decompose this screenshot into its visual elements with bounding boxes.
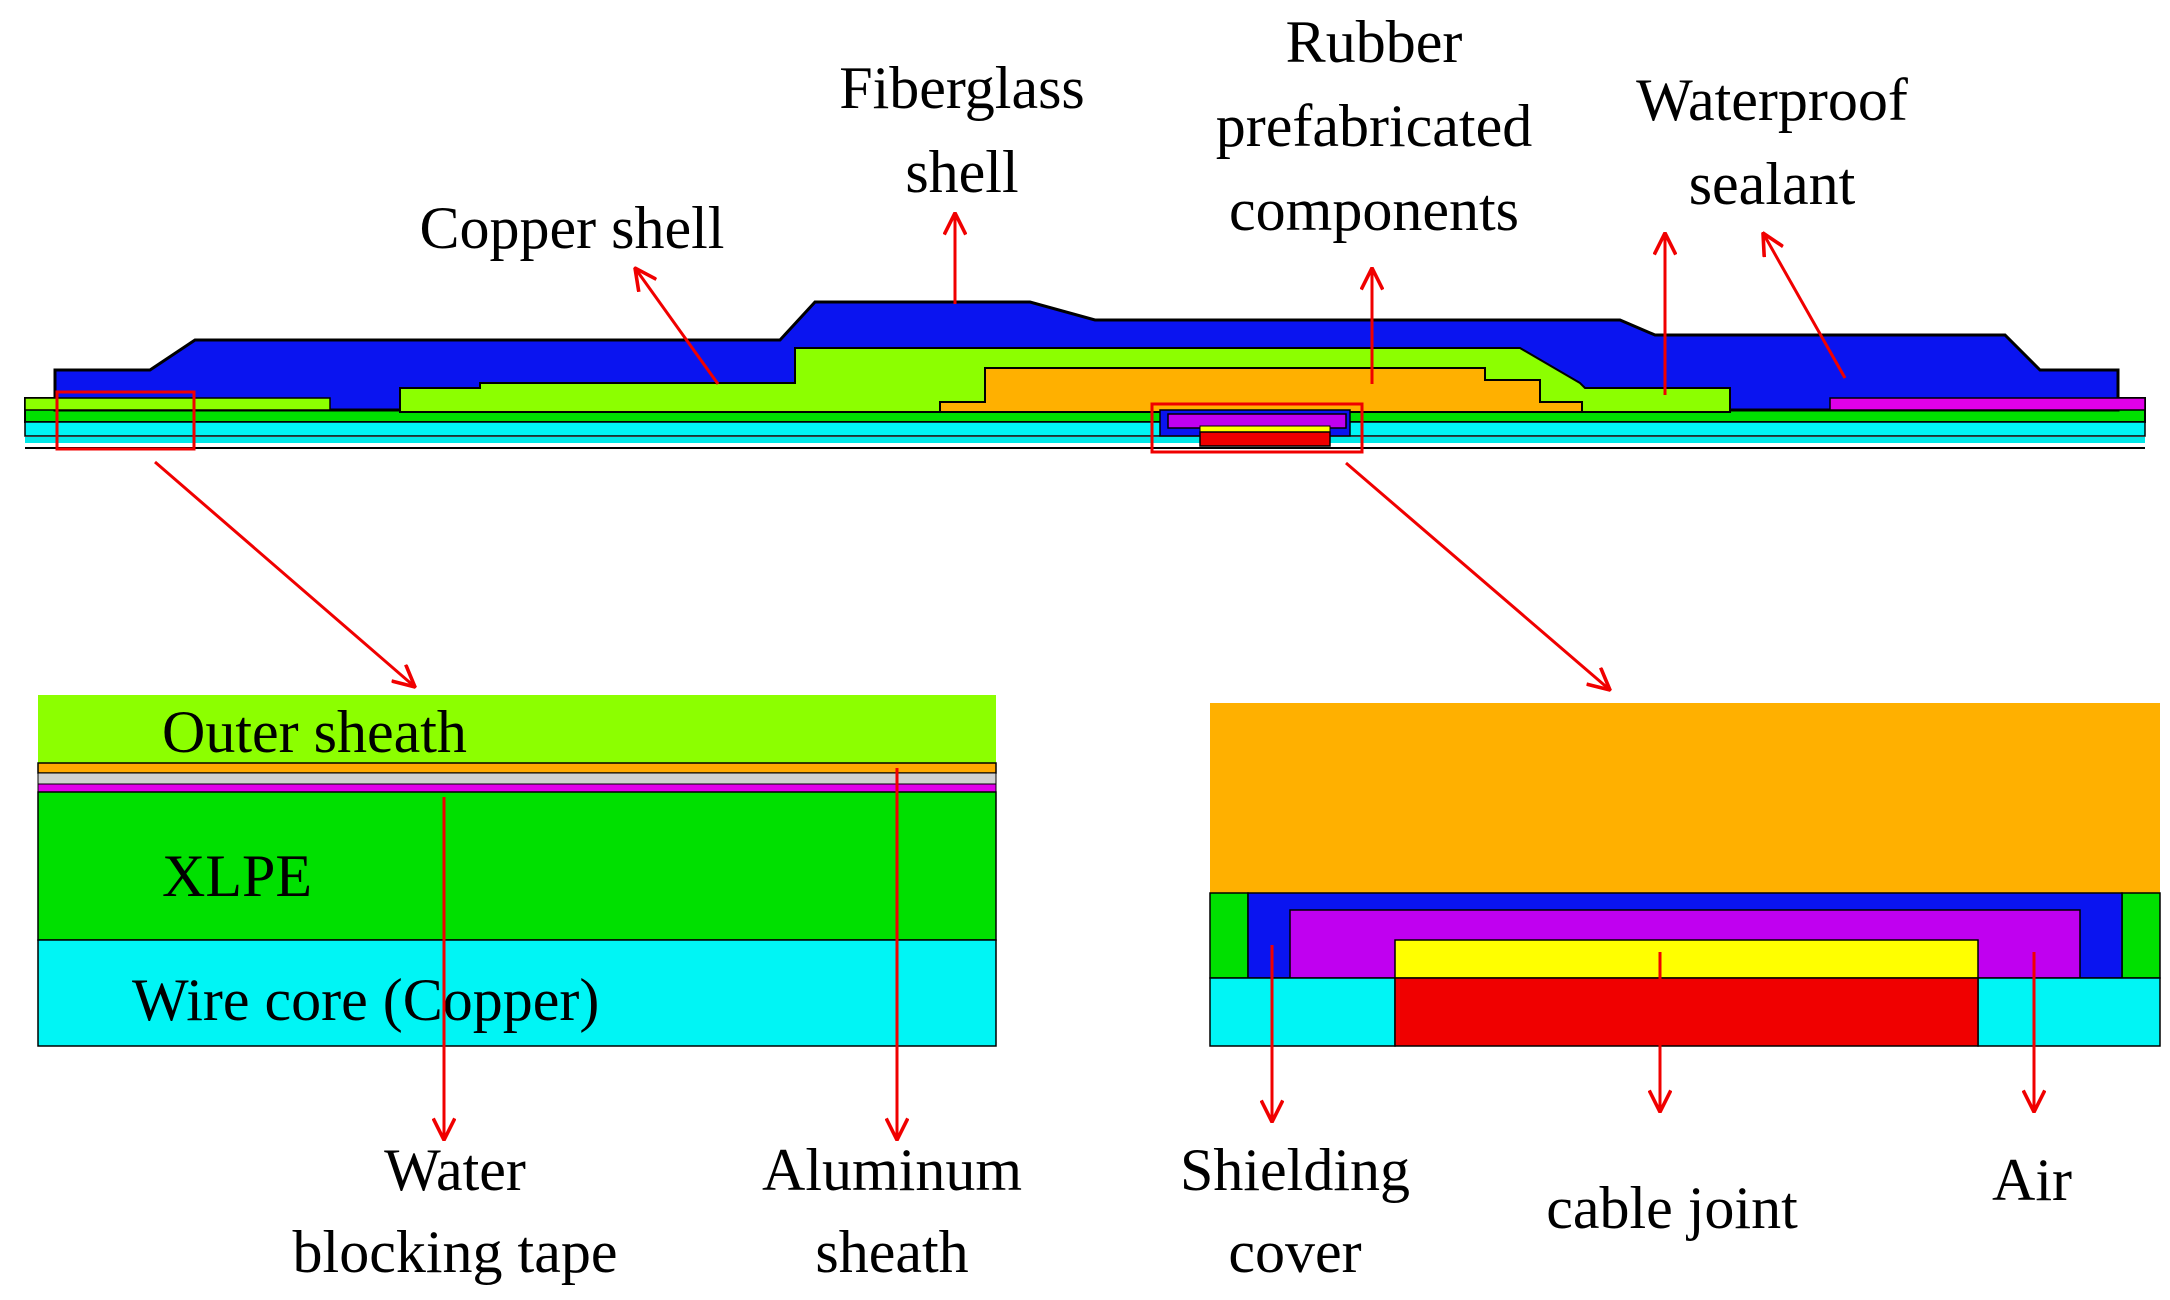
label-waterproof-line1: Waterproof	[1636, 67, 1908, 133]
label-cable-joint: cable joint	[1546, 1175, 1798, 1241]
label-air: Air	[1992, 1147, 2072, 1213]
wire-core-layer	[37, 939, 997, 1047]
label-rubber-line2: prefabricated	[1216, 93, 1532, 159]
label-fiberglass-shell-line2: shell	[905, 139, 1018, 205]
zoom-box-left	[55, 390, 196, 451]
arrow-copper-shell	[635, 268, 720, 385]
label-rubber-line1: Rubber	[1286, 9, 1463, 75]
label-aluminum-line2: sheath	[815, 1219, 968, 1285]
left-outer-sheath	[24, 397, 331, 411]
overall-cross-section	[24, 300, 2146, 454]
label-fiberglass-shell-line1: Fiberglass	[839, 55, 1085, 121]
cable-joint-red	[1394, 977, 1979, 1047]
label-rubber-line3: components	[1229, 177, 1519, 243]
xlpe-left-block	[1209, 892, 1249, 979]
label-aluminum-line1: Aluminum	[762, 1137, 1022, 1203]
label-shielding-line2: cover	[1228, 1219, 1361, 1285]
left-zoom-detail: Outer sheath XLPE Wire core (Copper) Wat…	[37, 695, 1022, 1285]
arrow-zoom-left	[154, 460, 415, 687]
rubber-component-block	[1210, 703, 2160, 893]
zoom-box-center	[1150, 402, 1364, 454]
label-waterproof-line2: sealant	[1689, 151, 1856, 217]
arrow-waterproof-sealant-2	[1763, 233, 1847, 379]
outer-sheath-layer	[38, 695, 996, 763]
label-shielding-line1: Shielding	[1180, 1137, 1410, 1203]
label-copper-shell: Copper shell	[420, 195, 725, 261]
arrow-zoom-right	[1345, 461, 1610, 690]
label-wire-core: Wire core (Copper)	[132, 967, 599, 1033]
label-outer-sheath: Outer sheath	[162, 699, 467, 765]
core-right-block	[1977, 977, 2161, 1047]
right-zoom-detail: Shielding cover cable joint Air	[1180, 703, 2161, 1285]
cable-joint-yellow	[1394, 939, 1979, 979]
xlpe-layer	[37, 791, 997, 941]
core-left-block	[1209, 977, 1396, 1047]
label-water-blocking-line2: blocking tape	[293, 1219, 618, 1285]
semiconductor-layer	[37, 783, 997, 793]
cable-core-layer	[24, 421, 2146, 437]
top-annotation-arrows	[154, 213, 1847, 690]
rubber-component-shape	[939, 367, 1583, 413]
top-labels: Copper shell Fiberglass shell Rubber pre…	[420, 9, 1908, 261]
label-xlpe: XLPE	[162, 843, 312, 909]
xlpe-right-block	[2121, 892, 2161, 979]
waterproof-sealant-shape	[1829, 397, 2146, 411]
water-blocking-tape-layer	[37, 772, 997, 785]
label-water-blocking-line1: Water	[384, 1137, 526, 1203]
